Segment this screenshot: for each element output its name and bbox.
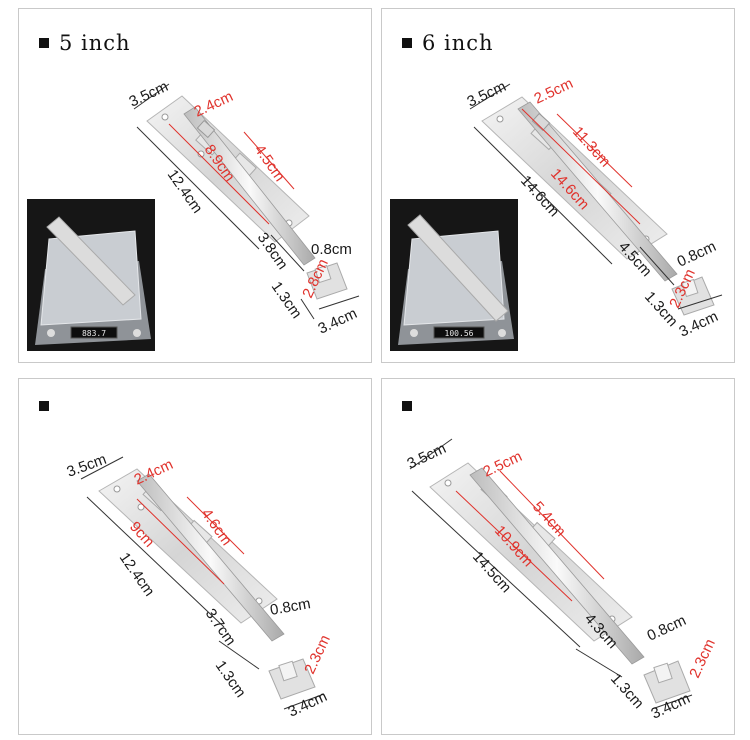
bullet-icon [39, 401, 49, 411]
product-panel-4: 3.5cm 2.5cm 5.4cm 10.9cm 14.5cm 4.3cm 0.… [381, 378, 735, 735]
panel-heading [402, 401, 422, 411]
dim-keeper-depth: 1.3cm [268, 279, 305, 322]
dimension-lines [409, 438, 693, 710]
latch-diagram: 3.5cm 2.5cm 11.3cm 14.6cm 14.6cm 4.5cm 0… [465, 75, 723, 341]
panel-heading [39, 401, 59, 411]
dim-plate-width: 3.5cm [405, 440, 449, 473]
product-panel-6-inch: 6 inch 3.5cm 2.5cm 11.3cm 14.6cm [381, 8, 735, 363]
dimension-lines [469, 83, 723, 310]
keeper [671, 276, 715, 316]
dim-keeper-depth: 1.3cm [212, 658, 249, 701]
dim-plate-width: 3.5cm [127, 78, 171, 111]
dim-keeper-height: 2.3cm [301, 632, 334, 676]
digital-scale-image: 100.56 [398, 214, 514, 345]
dim-bolt-end: 2.5cm [481, 448, 525, 481]
dim-keeper-height: 2.3cm [686, 636, 719, 680]
panel-heading: 6 inch [402, 31, 494, 55]
panel-heading-text: 5 inch [59, 31, 131, 55]
panel-heading: 5 inch [39, 31, 131, 55]
keeper [268, 658, 316, 700]
dim-bolt-end: 2.5cm [532, 75, 576, 108]
dim-bolt-diameter: 0.8cm [645, 612, 689, 645]
scale-readout: 883.7 [82, 329, 106, 338]
dim-bolt-diameter: 0.8cm [311, 241, 352, 258]
bullet-icon [402, 401, 412, 411]
product-panel-3: 3.5cm 2.4cm 4.6cm 9cm 12.4cm 3.7cm 0.8cm… [18, 378, 372, 735]
dim-bolt-diameter: 0.8cm [269, 595, 312, 619]
keeper [643, 660, 691, 704]
latch-diagram: 3.5cm 2.5cm 5.4cm 10.9cm 14.5cm 4.3cm 0.… [405, 438, 719, 723]
keeper [306, 262, 348, 300]
product-panel-5-inch: 5 inch [18, 8, 372, 363]
panel-heading-text: 6 inch [422, 31, 494, 55]
bullet-icon [39, 38, 49, 48]
latch-bolt [136, 473, 285, 642]
dimension-lines [80, 456, 325, 710]
dimension-lines [133, 83, 360, 320]
latch-bolt [183, 106, 316, 266]
digital-scale-image: 883.7 [35, 216, 151, 345]
latch-bolt [469, 467, 645, 665]
latch-bolt [517, 101, 678, 282]
dim-plate-length: 12.4cm [164, 167, 206, 217]
bullet-icon [402, 38, 412, 48]
dim-bolt-diameter: 0.8cm [675, 238, 719, 271]
dim-keeper-depth: 1.3cm [607, 670, 647, 712]
latch-diagram: 3.5cm 2.4cm 4.5cm 8.9cm 12.4cm 3.8cm 0.8… [127, 78, 360, 338]
scale-photo: 100.56 [390, 199, 518, 351]
dim-bolt-end: 2.4cm [192, 88, 236, 121]
scale-photo: 883.7 [27, 199, 155, 351]
dim-plate-width: 3.5cm [465, 78, 509, 111]
latch-diagram: 3.5cm 2.4cm 4.6cm 9cm 12.4cm 3.7cm 0.8cm… [65, 451, 334, 721]
dim-plate-length: 12.4cm [116, 550, 158, 600]
scale-readout: 100.56 [445, 329, 474, 338]
dim-keeper-width: 3.4cm [316, 305, 360, 338]
